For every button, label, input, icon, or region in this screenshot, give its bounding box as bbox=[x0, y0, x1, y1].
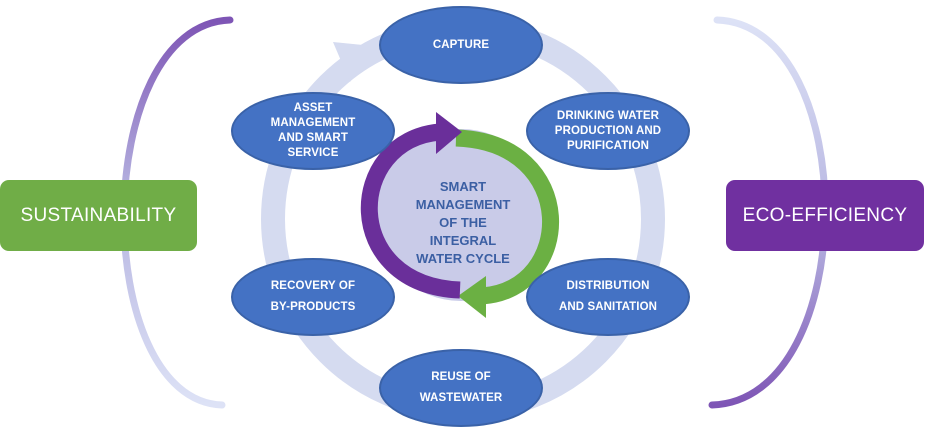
node-distribution: DISTRIBUTION AND SANITATION bbox=[526, 258, 690, 336]
sustainability-box: SUSTAINABILITY bbox=[0, 180, 197, 251]
node-recovery: RECOVERY OF BY-PRODUCTS bbox=[231, 258, 395, 336]
center-arrow-purple-head bbox=[436, 112, 462, 154]
node-capture: CAPTURE bbox=[379, 6, 543, 84]
sustainability-label: SUSTAINABILITY bbox=[20, 204, 177, 226]
node-drinking-water: DRINKING WATER PRODUCTION AND PURIFICATI… bbox=[526, 92, 690, 170]
node-recovery-label: RECOVERY OF BY-PRODUCTS bbox=[270, 280, 356, 313]
node-asset-management: ASSET MANAGEMENT AND SMART SERVICE bbox=[231, 92, 395, 170]
center-title: SMART MANAGEMENT OF THE INTEGRAL WATER C… bbox=[415, 179, 511, 266]
center-arrow-purple bbox=[360, 123, 461, 299]
node-reuse: REUSE OF WASTEWATER bbox=[379, 349, 543, 427]
cycle-ring-arrowhead bbox=[333, 42, 373, 82]
eco-efficiency-label: ECO-EFFICIENCY bbox=[742, 204, 908, 226]
node-capture-label: CAPTURE bbox=[432, 38, 490, 51]
node-drinking-water-label: DRINKING WATER PRODUCTION AND PURIFICATI… bbox=[554, 109, 662, 152]
node-distribution-label: DISTRIBUTION AND SANITATION bbox=[558, 280, 658, 313]
node-reuse-label: REUSE OF WASTEWATER bbox=[419, 371, 503, 404]
node-asset-management-label: ASSET MANAGEMENT AND SMART SERVICE bbox=[270, 102, 356, 159]
center-circle bbox=[375, 129, 547, 301]
center-arrow-green-head bbox=[458, 276, 486, 318]
eco-efficiency-box: ECO-EFFICIENCY bbox=[726, 180, 924, 251]
center-arrow-green bbox=[455, 129, 559, 305]
